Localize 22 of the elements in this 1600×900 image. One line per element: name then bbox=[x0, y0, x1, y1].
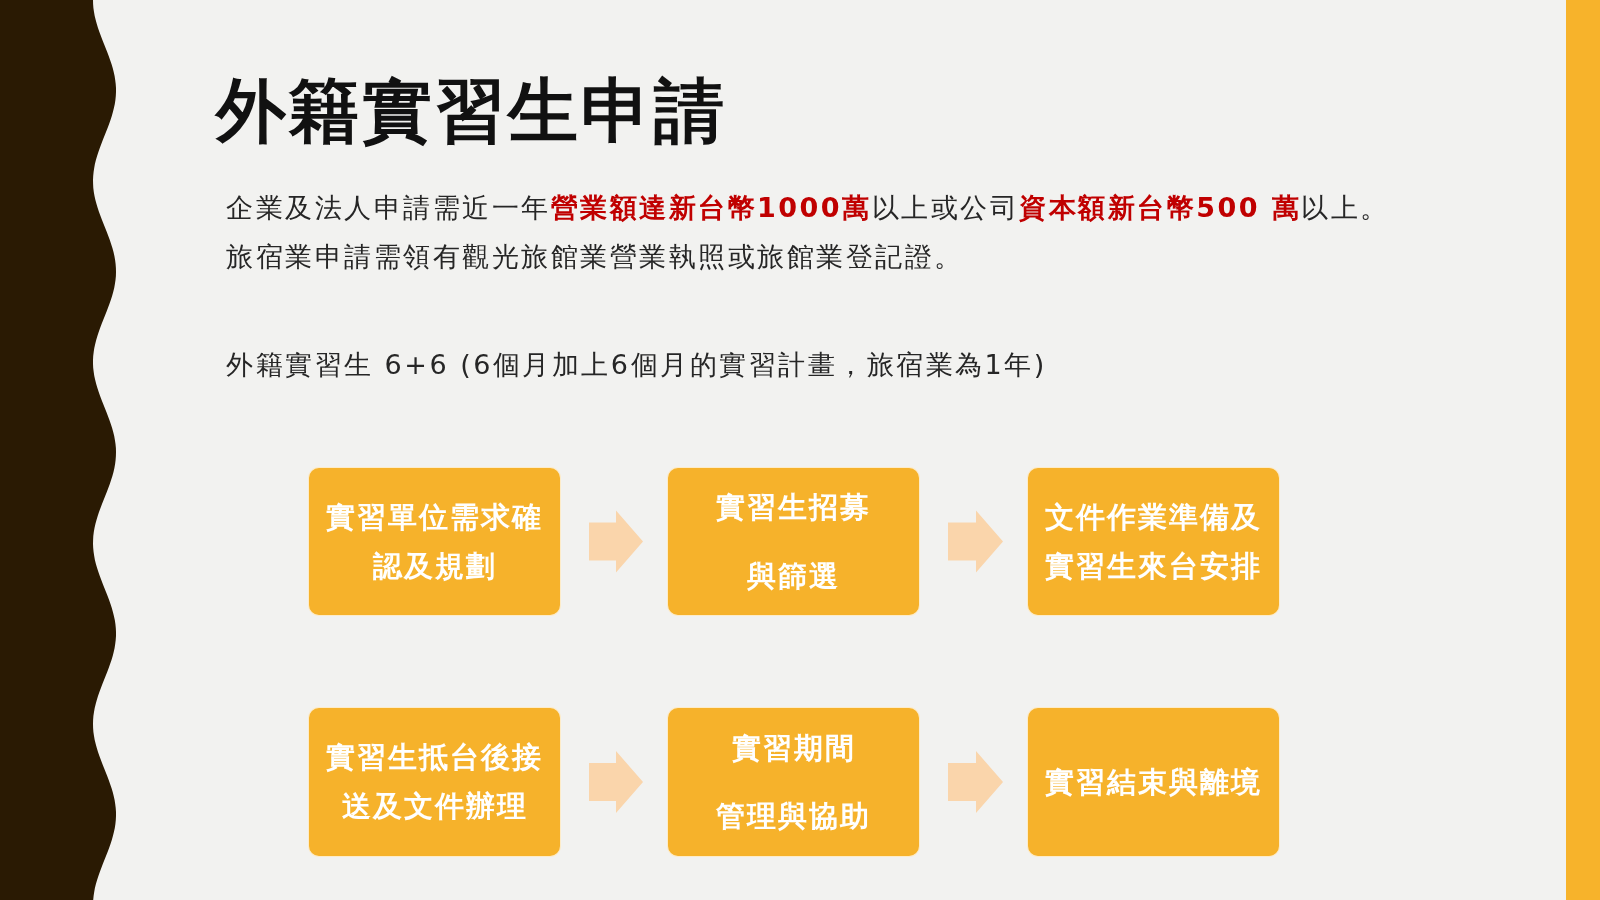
step-text: 實習生招募 bbox=[716, 488, 871, 526]
process-step-box bbox=[308, 467, 561, 616]
slide-title: 外籍實習生申請 bbox=[216, 69, 727, 154]
step-text: 實習期間 bbox=[731, 729, 856, 767]
step-text: 實習生抵台後接送及文件辦理 bbox=[325, 739, 544, 825]
step-text: 與篩選 bbox=[747, 557, 840, 595]
body-text: 企業及法人申請需近一年營業額達新台幣1000萬以上或公司資本額新台幣500 萬以上。 bbox=[226, 191, 1390, 225]
process-step-box bbox=[308, 707, 561, 857]
block-arrow bbox=[589, 751, 643, 813]
step-text: 實習單位需求確認及規劃 bbox=[325, 498, 544, 585]
process-step-box bbox=[1027, 467, 1280, 616]
process-step-box bbox=[1027, 707, 1280, 857]
step-text: 管理與協助 bbox=[716, 797, 871, 835]
body-text: 旅宿業申請需領有觀光旅館業營業執照或旅館業登記證。 bbox=[226, 240, 964, 274]
block-arrow bbox=[948, 510, 1003, 573]
body-text: 外籍實習生 6+6 (6個月加上6個月的實習計畫，旅宿業為1年) bbox=[226, 348, 1047, 382]
block-arrow bbox=[589, 510, 643, 573]
process-step-box bbox=[667, 707, 920, 857]
step-text: 實習結束與離境 bbox=[1045, 763, 1262, 801]
step-text: 文件作業準備及實習生來台安排 bbox=[1044, 498, 1263, 585]
process-step-box bbox=[667, 467, 920, 616]
block-arrow bbox=[948, 751, 1003, 813]
